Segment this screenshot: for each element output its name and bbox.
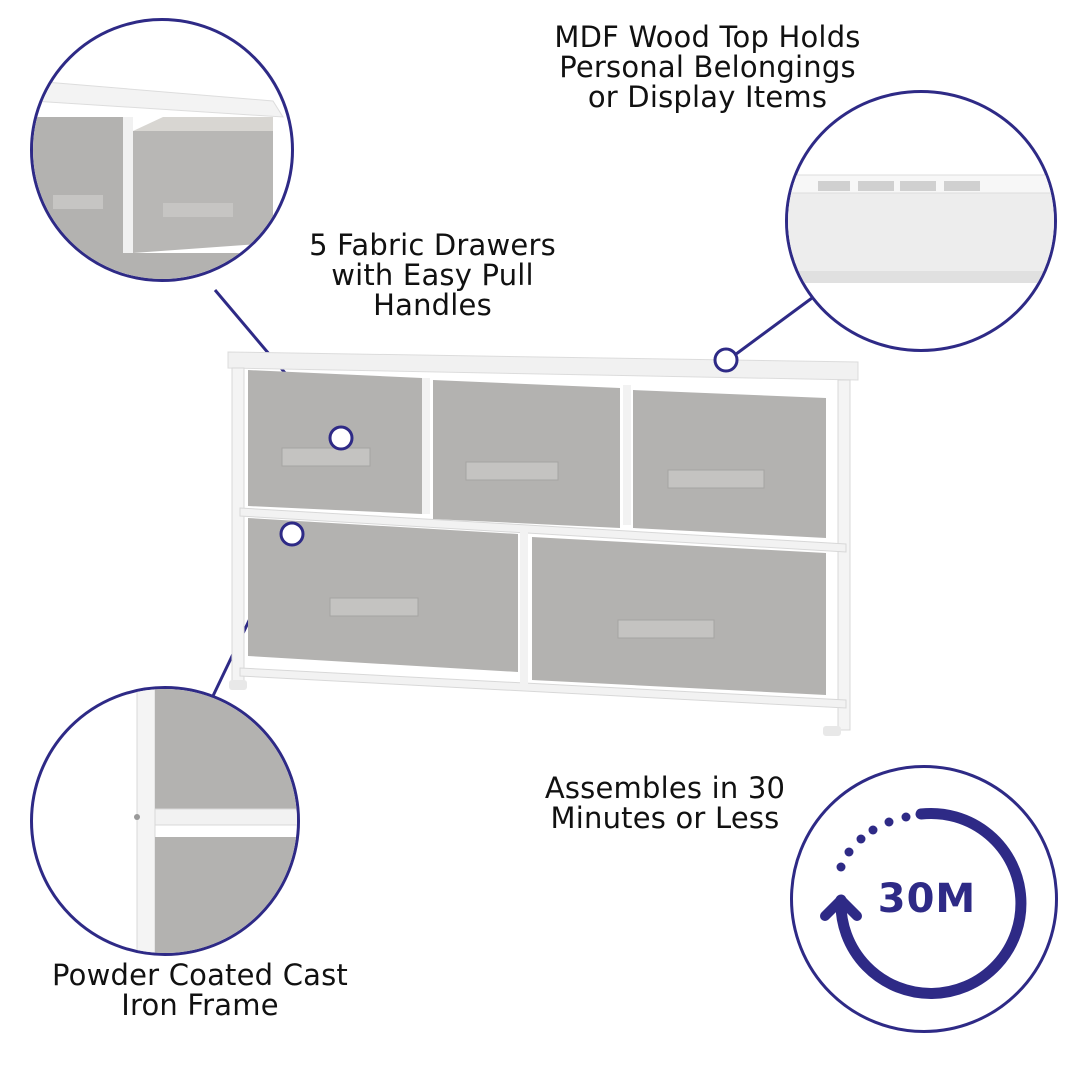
drawer-3 [633,390,826,538]
drawer-4 [248,518,518,672]
assembly-time-badge: 30M [790,765,1058,1033]
clockwise-timer-icon [820,807,1027,999]
callout-assembly: Assembles in 30 Minutes or Less [544,771,786,835]
detail-frame [30,686,300,956]
callout-frame: Powder Coated Cast Iron Frame [51,958,348,1022]
dresser [227,351,859,736]
callout-mdf-top: MDF Wood Top Holds Personal Belongings o… [554,20,861,114]
callout-fabric-drawers: 5 Fabric Drawers with Easy Pull Handles [309,228,556,322]
drawer-5 [532,537,826,695]
detail-mdf-top [785,90,1057,352]
detail-open-drawer [30,18,294,282]
drawer-2 [433,380,620,528]
badge-text: 30M [877,876,977,922]
